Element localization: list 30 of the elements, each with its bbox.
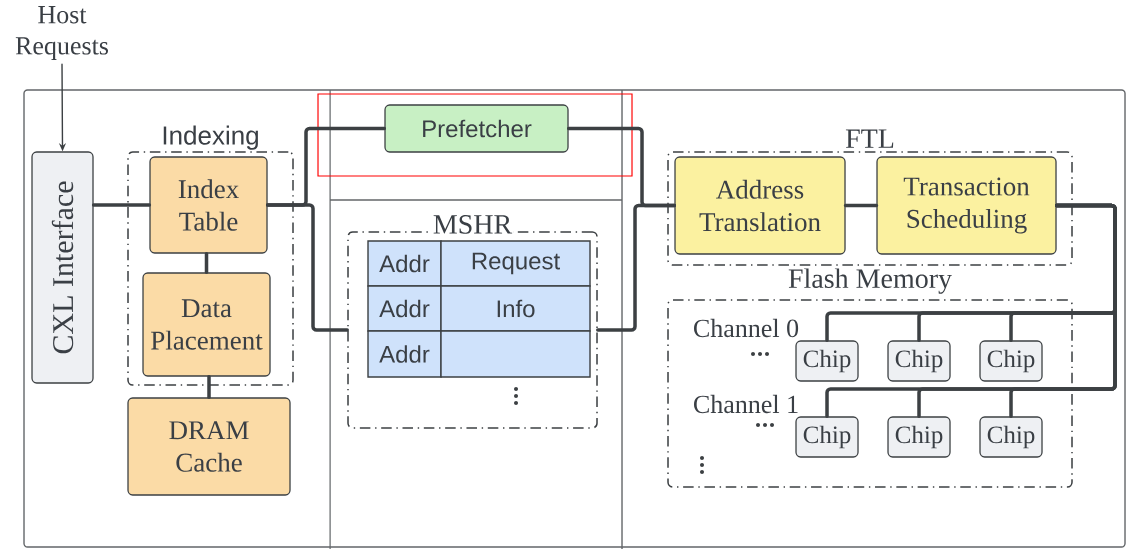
process-box: Data Placement [142,272,271,377]
connector [596,203,677,332]
chip-box: Chip [979,416,1043,458]
table-cell: Addr [367,240,442,287]
chip-box: Chip [795,416,859,458]
connector [207,374,211,400]
chip-box: Chip [795,340,859,382]
node-label: MSHR [433,215,513,234]
table-cell: Addr [367,285,442,332]
table-cell: Addr [367,330,442,378]
process-box: Prefetcher [384,104,569,153]
node-label: Indexing [163,125,258,150]
interface-box: CXL Interface [31,151,94,384]
chip-box: Chip [979,340,1043,382]
process-box: DRAM Cache [127,397,291,496]
node-label: FTL [845,129,894,148]
connector [204,251,209,275]
connector [91,203,152,207]
channel-label: Channel 1 [694,394,798,414]
chip-box: Chip [887,416,951,458]
process-box: Address Translation [674,156,846,255]
process-box: Transaction Scheduling [876,156,1057,255]
node-label: Flash Memory [788,268,952,294]
process-box: Index Table [149,156,268,254]
connector [1009,203,1117,419]
channel-label: Channel 0 [694,318,799,338]
annotation-text: Host Requests [15,6,108,60]
connector [265,203,349,332]
connector [843,203,879,208]
chip-box: Chip [887,340,951,382]
